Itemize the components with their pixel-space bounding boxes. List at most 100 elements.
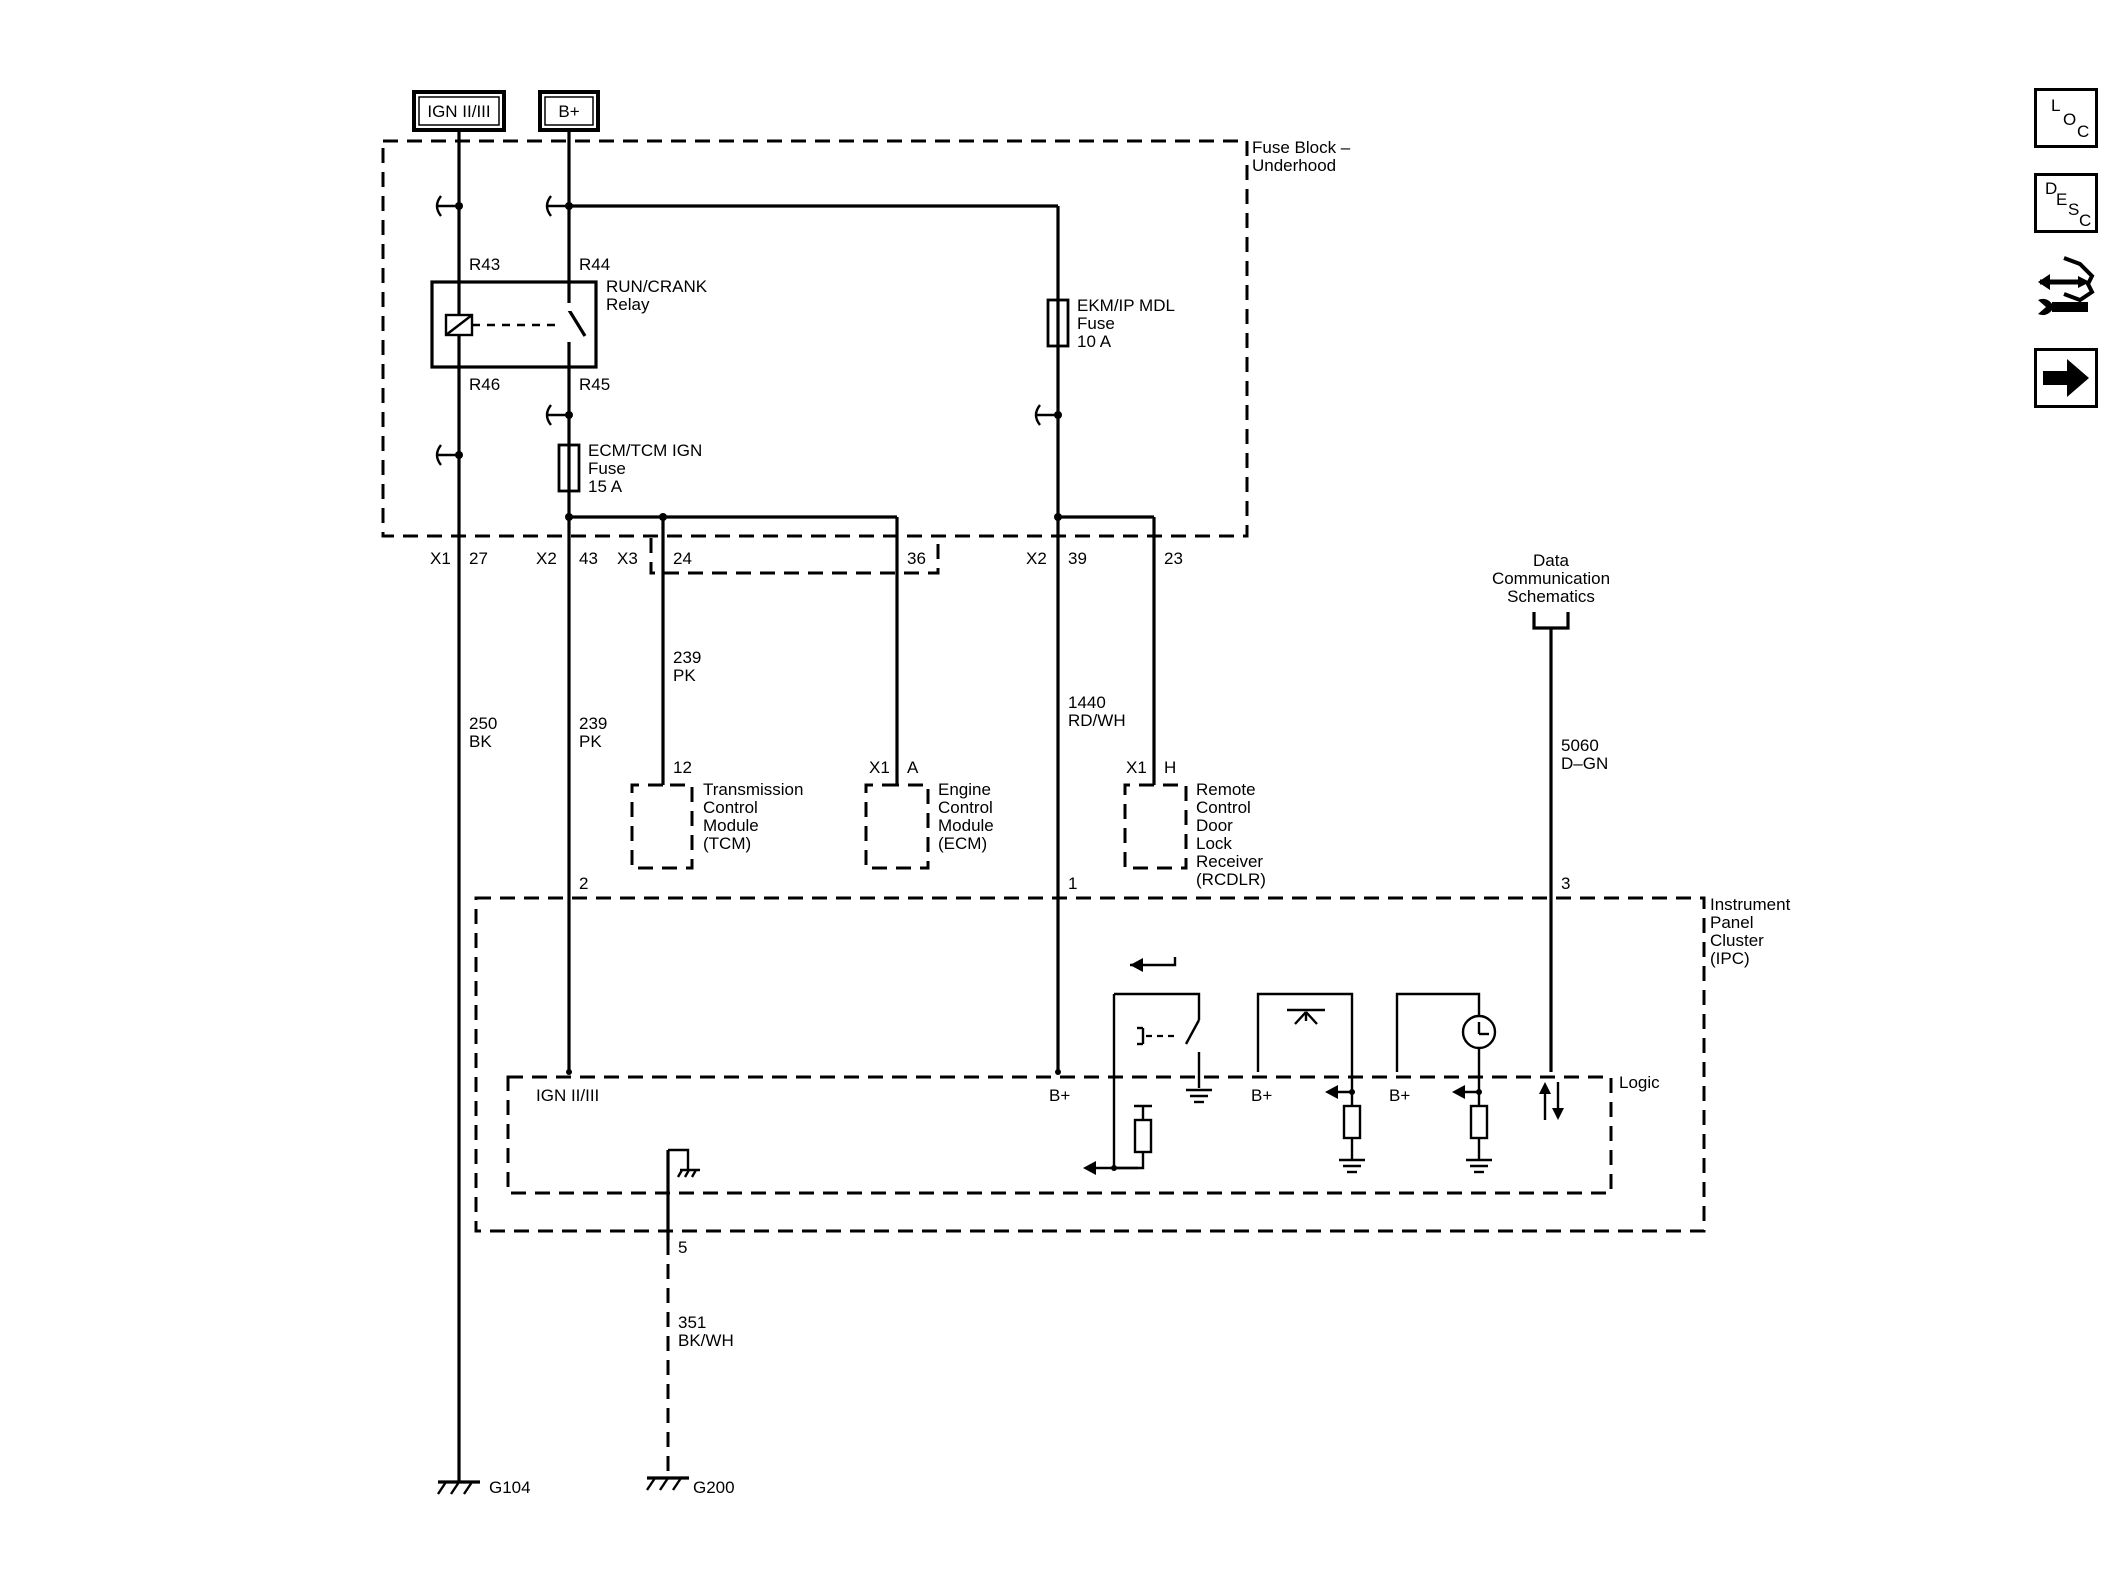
pin-24: 24 bbox=[673, 549, 692, 568]
ipc-logic-label: Logic bbox=[1619, 1073, 1660, 1092]
x3-connector-outline bbox=[649, 538, 940, 575]
ecm-pin: A bbox=[907, 758, 919, 777]
right-arrow-icon bbox=[2043, 359, 2089, 397]
relay-name-1: RUN/CRANK bbox=[606, 277, 708, 296]
connector-and-wrench-icon bbox=[2038, 256, 2095, 316]
fuse-block-title-2: Underhood bbox=[1252, 156, 1336, 175]
ipc-title-3: Cluster bbox=[1710, 931, 1764, 950]
ecm-label-3: Module bbox=[938, 816, 994, 835]
wires bbox=[457, 130, 1553, 1482]
bplus-connector-box: B+ bbox=[538, 90, 600, 132]
ecm-module bbox=[864, 783, 930, 870]
wire-5060-number: 5060 bbox=[1561, 736, 1599, 755]
rcdlr-label-4: Lock bbox=[1196, 834, 1232, 853]
connector-end-view-button[interactable] bbox=[2034, 254, 2098, 326]
pin-43: 43 bbox=[579, 549, 598, 568]
rcdlr-label-5: Receiver bbox=[1196, 852, 1263, 871]
relay-pin-r43: R43 bbox=[469, 255, 500, 274]
indicator-circuit-2 bbox=[1395, 992, 1497, 1174]
wire-250-number: 250 bbox=[469, 714, 497, 733]
pin-x3: X3 bbox=[617, 549, 638, 568]
relay-name-2: Relay bbox=[606, 295, 650, 314]
data-comm-connector-bracket bbox=[1532, 612, 1570, 630]
relay-pin-r46: R46 bbox=[469, 375, 500, 394]
ecm-tcm-ign-fuse bbox=[557, 443, 581, 493]
wire-250-color: BK bbox=[469, 732, 492, 751]
ipc-pin-2: 2 bbox=[579, 874, 588, 893]
data-comm-label-2: Communication bbox=[1492, 569, 1610, 588]
wire-351-number: 351 bbox=[678, 1313, 706, 1332]
wire-351-color: BK/WH bbox=[678, 1331, 734, 1350]
fuse-block-outline bbox=[381, 139, 1249, 538]
relay-pin-r44: R44 bbox=[579, 255, 610, 274]
ecm-fuse-line-1: ECM/TCM IGN bbox=[588, 441, 702, 460]
ipc-pin-3: 3 bbox=[1561, 874, 1570, 893]
location-button[interactable]: L O C bbox=[2034, 88, 2098, 148]
ipc-title-2: Panel bbox=[1710, 913, 1753, 932]
wire-239a-color: PK bbox=[673, 666, 696, 685]
desc-letter-c: C bbox=[2079, 211, 2092, 230]
ekm-fuse-line-3: 10 A bbox=[1077, 332, 1112, 351]
next-page-button[interactable] bbox=[2034, 348, 2098, 408]
splice-hook-symbols bbox=[435, 195, 1058, 466]
ground-g200-label: G200 bbox=[693, 1478, 735, 1497]
rcdlr-label-3: Door bbox=[1196, 816, 1233, 835]
tcm-label-2: Control bbox=[703, 798, 758, 817]
pin-x2b: X2 bbox=[1026, 549, 1047, 568]
ipc-bplus-label-2: B+ bbox=[1251, 1086, 1272, 1105]
ekm-fuse-line-1: EKM/IP MDL bbox=[1077, 296, 1175, 315]
ecm-fuse-line-2: Fuse bbox=[588, 459, 626, 478]
ign-connector-box: IGN II/III bbox=[412, 90, 506, 132]
tcm-module bbox=[630, 783, 694, 870]
data-comm-label-3: Schematics bbox=[1507, 587, 1595, 606]
desc-letter-e: E bbox=[2056, 190, 2068, 209]
fuse-block-title-1: Fuse Block – bbox=[1252, 138, 1351, 157]
tcm-label-4: (TCM) bbox=[703, 834, 751, 853]
pin-23: 23 bbox=[1164, 549, 1183, 568]
loc-letter-l: L bbox=[2051, 96, 2061, 115]
pin-x2a: X2 bbox=[536, 549, 557, 568]
pin-39: 39 bbox=[1068, 549, 1087, 568]
ground-g200-icon bbox=[646, 1476, 689, 1491]
rcdlr-module bbox=[1123, 783, 1188, 870]
pin-27: 27 bbox=[469, 549, 488, 568]
wire-1440-number: 1440 bbox=[1068, 693, 1106, 712]
rcdlr-label-2: Control bbox=[1196, 798, 1251, 817]
wire-239b-number: 239 bbox=[579, 714, 607, 733]
rcdlr-pin: H bbox=[1164, 758, 1176, 777]
ipc-title-1: Instrument bbox=[1710, 895, 1791, 914]
ecm-label-1: Engine bbox=[938, 780, 991, 799]
wire-239b-color: PK bbox=[579, 732, 602, 751]
ground-g104-label: G104 bbox=[489, 1478, 531, 1497]
tcm-label-3: Module bbox=[703, 816, 759, 835]
loc-letter-o: O bbox=[2063, 110, 2077, 129]
wire-239a-number: 239 bbox=[673, 648, 701, 667]
description-button[interactable]: D E S C bbox=[2034, 173, 2098, 233]
pin-x1: X1 bbox=[430, 549, 451, 568]
ecm-connector: X1 bbox=[869, 758, 890, 777]
ipc-title-4: (IPC) bbox=[1710, 949, 1750, 968]
tcm-label-1: Transmission bbox=[703, 780, 803, 799]
ipc-pin-5: 5 bbox=[678, 1238, 687, 1257]
ign-connector-label: IGN II/III bbox=[427, 102, 490, 121]
tcm-pin: 12 bbox=[673, 758, 692, 777]
ipc-ign-label: IGN II/III bbox=[536, 1086, 599, 1105]
wire-1440-color: RD/WH bbox=[1068, 711, 1126, 730]
loc-letter-c: C bbox=[2077, 122, 2090, 141]
ipc-pin-1: 1 bbox=[1068, 874, 1077, 893]
ecm-label-2: Control bbox=[938, 798, 993, 817]
pin-36: 36 bbox=[907, 549, 926, 568]
rcdlr-label-1: Remote bbox=[1196, 780, 1256, 799]
data-comm-label-1: Data bbox=[1533, 551, 1569, 570]
ipc-internal-ground-icon bbox=[668, 1148, 700, 1178]
ipc-logic-outline bbox=[506, 1075, 1613, 1195]
ipc-bplus-label-3: B+ bbox=[1389, 1086, 1410, 1105]
door-switch-circuit bbox=[1083, 957, 1212, 1175]
rcdlr-connector: X1 bbox=[1126, 758, 1147, 777]
relay-pin-r45: R45 bbox=[579, 375, 610, 394]
run-crank-relay bbox=[430, 280, 598, 369]
data-comm-arrows-icon bbox=[1539, 1082, 1564, 1120]
desc-letter-s: S bbox=[2068, 200, 2080, 219]
ground-g104-icon bbox=[437, 1480, 480, 1495]
